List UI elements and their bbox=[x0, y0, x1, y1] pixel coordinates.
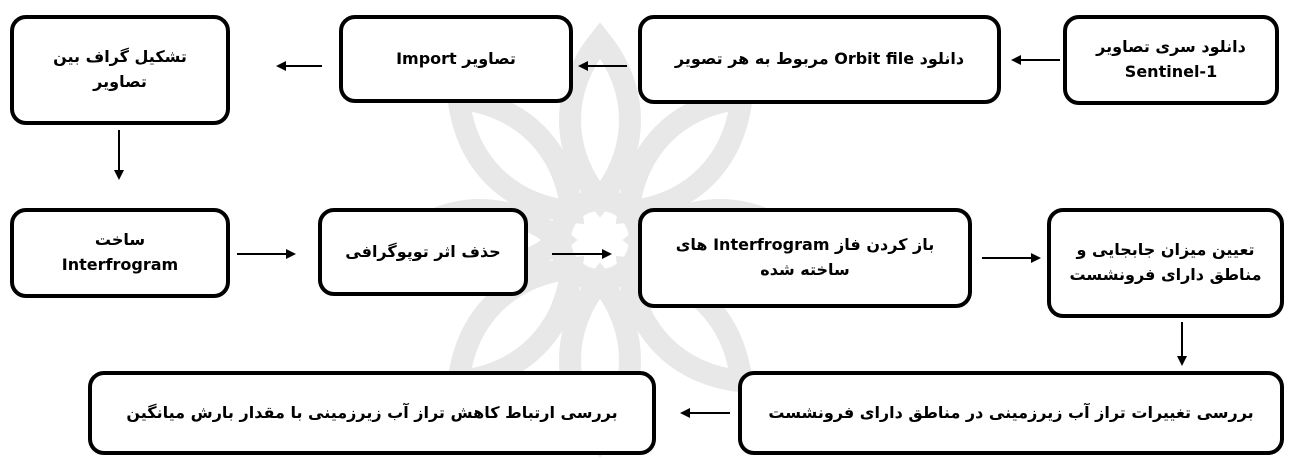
node-build-interferogram: ساخت Interfrogram bbox=[10, 208, 230, 298]
node-text: دانلود سری تصاویر bbox=[1096, 37, 1246, 57]
node-text: باز کردن فاز Interfrogram های bbox=[675, 235, 935, 255]
node-text: دانلود Orbit file مربوط به هر تصویر bbox=[674, 49, 965, 69]
node-text: Sentinel-1 bbox=[1124, 62, 1218, 81]
node-phase-unwrapping: باز کردن فاز Interfrogram های ساخته شده bbox=[638, 208, 972, 308]
node-text: حذف اثر توپوگرافی bbox=[345, 241, 501, 261]
node-subsidence-areas: تعیین میزان جابجایی و مناطق دارای فرونشس… bbox=[1047, 208, 1284, 318]
node-download-sentinel-series: دانلود سری تصاویر Sentinel-1 bbox=[1063, 15, 1279, 105]
node-groundwater-changes: بررسی تغییرات تراز آب زیرزمینی در مناطق … bbox=[738, 371, 1284, 455]
node-text: مناطق دارای فرونشست bbox=[1069, 265, 1262, 284]
node-download-orbit-file: دانلود Orbit file مربوط به هر تصویر bbox=[638, 15, 1001, 104]
node-text: تصاویر bbox=[93, 72, 147, 91]
node-import-images: Import تصاویر bbox=[339, 15, 573, 103]
node-rainfall-relation: بررسی ارتباط کاهش تراز آب زیرزمینی با مق… bbox=[88, 371, 656, 455]
node-remove-topography: حذف اثر توپوگرافی bbox=[318, 208, 528, 296]
node-text: بررسی ارتباط کاهش تراز آب زیرزمینی با مق… bbox=[126, 402, 618, 422]
node-text: بررسی تغییرات تراز آب زیرزمینی در مناطق … bbox=[768, 402, 1254, 422]
node-text: ساخته شده bbox=[760, 260, 850, 279]
node-text: تعیین میزان جابجایی و bbox=[1076, 240, 1255, 260]
node-graph-formation: تشکیل گراف بین تصاویر bbox=[10, 15, 230, 125]
node-text: ساخت bbox=[94, 230, 146, 250]
node-text: تشکیل گراف بین bbox=[53, 47, 187, 67]
node-text: Import تصاویر bbox=[396, 48, 516, 68]
node-text: Interfrogram bbox=[61, 255, 179, 274]
